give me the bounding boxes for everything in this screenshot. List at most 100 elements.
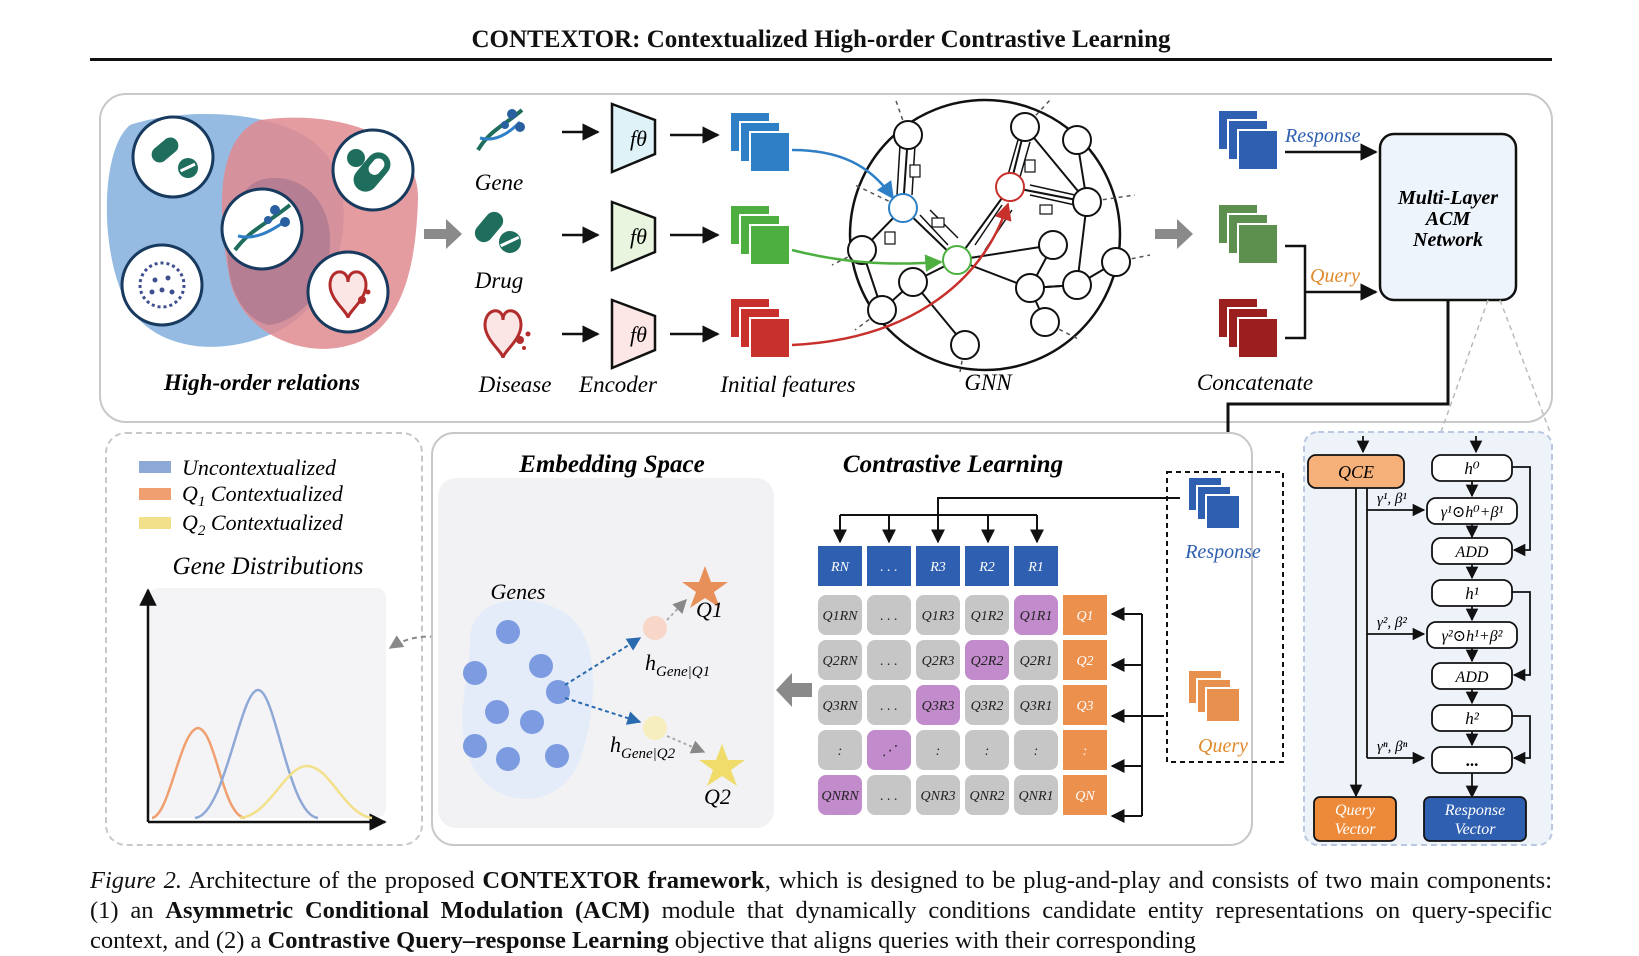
similarity-cell-label: Q2R3 — [922, 654, 955, 669]
response-box-label: Response — [1184, 541, 1261, 563]
disease-icon — [483, 309, 531, 359]
similarity-cell — [867, 775, 911, 815]
similarity-cell — [916, 775, 960, 815]
response-column-header — [1014, 546, 1058, 586]
gene-icon — [476, 108, 525, 152]
query-row-header-label: Q1 — [1076, 609, 1093, 624]
positive-pair-cell — [818, 775, 862, 815]
query-row-header — [1063, 685, 1107, 725]
h0-label: h⁰ — [1464, 459, 1480, 478]
similarity-cell-label: ⋰ — [882, 744, 897, 759]
concat-response-stack — [1217, 109, 1279, 171]
drug-label: Drug — [474, 268, 524, 293]
similarity-cell — [1014, 730, 1058, 770]
positive-pair-cell — [916, 685, 960, 725]
gene-label: Gene — [475, 170, 524, 195]
query-row-header-label: Q3 — [1076, 699, 1093, 714]
similarity-cell-label: : — [1034, 744, 1039, 759]
similarity-cell-label: Q3RN — [823, 699, 859, 714]
similarity-cell — [867, 595, 911, 635]
similarity-cell — [965, 595, 1009, 635]
genes-label: Genes — [491, 579, 546, 604]
similarity-cell — [867, 640, 911, 680]
query-row-header — [1063, 730, 1107, 770]
relations-to-entities-arrow — [424, 219, 462, 249]
similarity-cell-label: Q3R3 — [922, 699, 955, 714]
high-order-relations — [106, 114, 419, 349]
contrastive-to-embedding-arrow — [776, 673, 812, 707]
svg-text:Network: Network — [1412, 229, 1483, 251]
concat-disease-stack — [1217, 297, 1279, 359]
virus-circle-icon — [120, 243, 204, 327]
high-order-label: High-order relations — [163, 370, 360, 395]
query-arrow-label: Query — [1310, 265, 1360, 287]
similarity-cell-label: QNR3 — [921, 789, 956, 804]
query-vector-box — [1313, 796, 1397, 842]
similarity-cell-label: QNR1 — [1019, 789, 1054, 804]
h-gene-q2-point — [643, 716, 667, 740]
h-gene-q1-label: hGene|Q1 — [645, 650, 710, 680]
q1-curve — [151, 726, 246, 820]
gene-points — [463, 620, 570, 771]
similarity-cell — [916, 730, 960, 770]
h-gene-q1-point — [643, 616, 667, 640]
gnn-label: GNN — [964, 370, 1013, 395]
response-column-header — [965, 546, 1009, 586]
running-title: CONTEXTOR: Contextualized High-order Con… — [471, 26, 1171, 53]
gamma2-label: γ², β² — [1377, 615, 1407, 631]
q1-label: Q1 — [696, 597, 723, 622]
svg-text:ACM: ACM — [1424, 208, 1472, 230]
similarity-cell — [1014, 775, 1058, 815]
similarity-cell-label: Q1R2 — [971, 609, 1004, 624]
similarity-cell-label: QNRN — [821, 789, 859, 804]
h1-label: h¹ — [1465, 584, 1479, 603]
initial-features-label: Initial features — [719, 372, 855, 397]
q1-star-icon — [682, 566, 728, 608]
gamma1-label: γ¹, β¹ — [1377, 491, 1407, 507]
concat-drug-stack — [1217, 203, 1279, 265]
gnn-to-concat-arrow — [1155, 219, 1193, 249]
acm-layer-stack — [1426, 454, 1518, 774]
response-column-header-label: RN — [830, 560, 850, 575]
encoder-disease: fθ — [610, 298, 657, 370]
similarity-cell-label: Q2R1 — [1020, 654, 1053, 669]
ellipsis-label: ... — [1466, 751, 1479, 770]
concatenate-label: Concatenate — [1197, 370, 1313, 395]
header-rule — [90, 58, 1552, 61]
h-gene-q2-label: hGene|Q2 — [610, 732, 676, 762]
architecture-figure: High-order relations Gene Drug Disease f… — [99, 93, 1553, 846]
disease-feature-stack — [729, 297, 791, 359]
mod2-label: γ²⊙h¹+β² — [1442, 628, 1504, 645]
h2-label: h² — [1465, 709, 1480, 728]
add1-label: ADD — [1455, 544, 1489, 561]
similarity-cell-label: Q2R2 — [971, 654, 1004, 669]
contrastive-learning-title: Contrastive Learning — [843, 451, 1063, 478]
response-query-box — [1166, 471, 1284, 763]
similarity-cell — [1014, 640, 1058, 680]
response-vector-box — [1423, 796, 1527, 842]
q2-star-icon — [699, 744, 745, 786]
similarity-cell-label: Q2RN — [823, 654, 859, 669]
similarity-cell — [965, 685, 1009, 725]
response-column-header-label: R3 — [929, 560, 946, 575]
similarity-cell-label: Q1R3 — [922, 609, 955, 624]
mod1-label: γ¹⊙h⁰+β¹ — [1441, 504, 1504, 521]
q2-label: Q2 — [704, 784, 731, 809]
distribution-legend: Uncontextualized Q1 Contextualized Q2 Co… — [139, 455, 344, 539]
capsule-circle-icon — [331, 128, 415, 212]
encoder-gene: fθ — [610, 102, 657, 174]
response-arrow-label: Response — [1284, 125, 1361, 147]
similarity-cell-label: Q3R2 — [971, 699, 1004, 714]
uncontextualized-curve — [194, 688, 319, 820]
heart-circle-icon — [306, 250, 390, 334]
positive-pair-cell — [867, 730, 911, 770]
similarity-cell-label: Q1R1 — [1020, 609, 1053, 624]
svg-text:Response: Response — [1444, 802, 1505, 819]
svg-text:Vector: Vector — [1335, 821, 1377, 838]
query-row-header-label: QN — [1075, 789, 1095, 804]
caption-figure-label: Figure 2. — [90, 867, 182, 894]
response-column-header — [916, 546, 960, 586]
positive-pair-cell — [965, 640, 1009, 680]
gamman-label: γⁿ, βⁿ — [1377, 739, 1408, 755]
